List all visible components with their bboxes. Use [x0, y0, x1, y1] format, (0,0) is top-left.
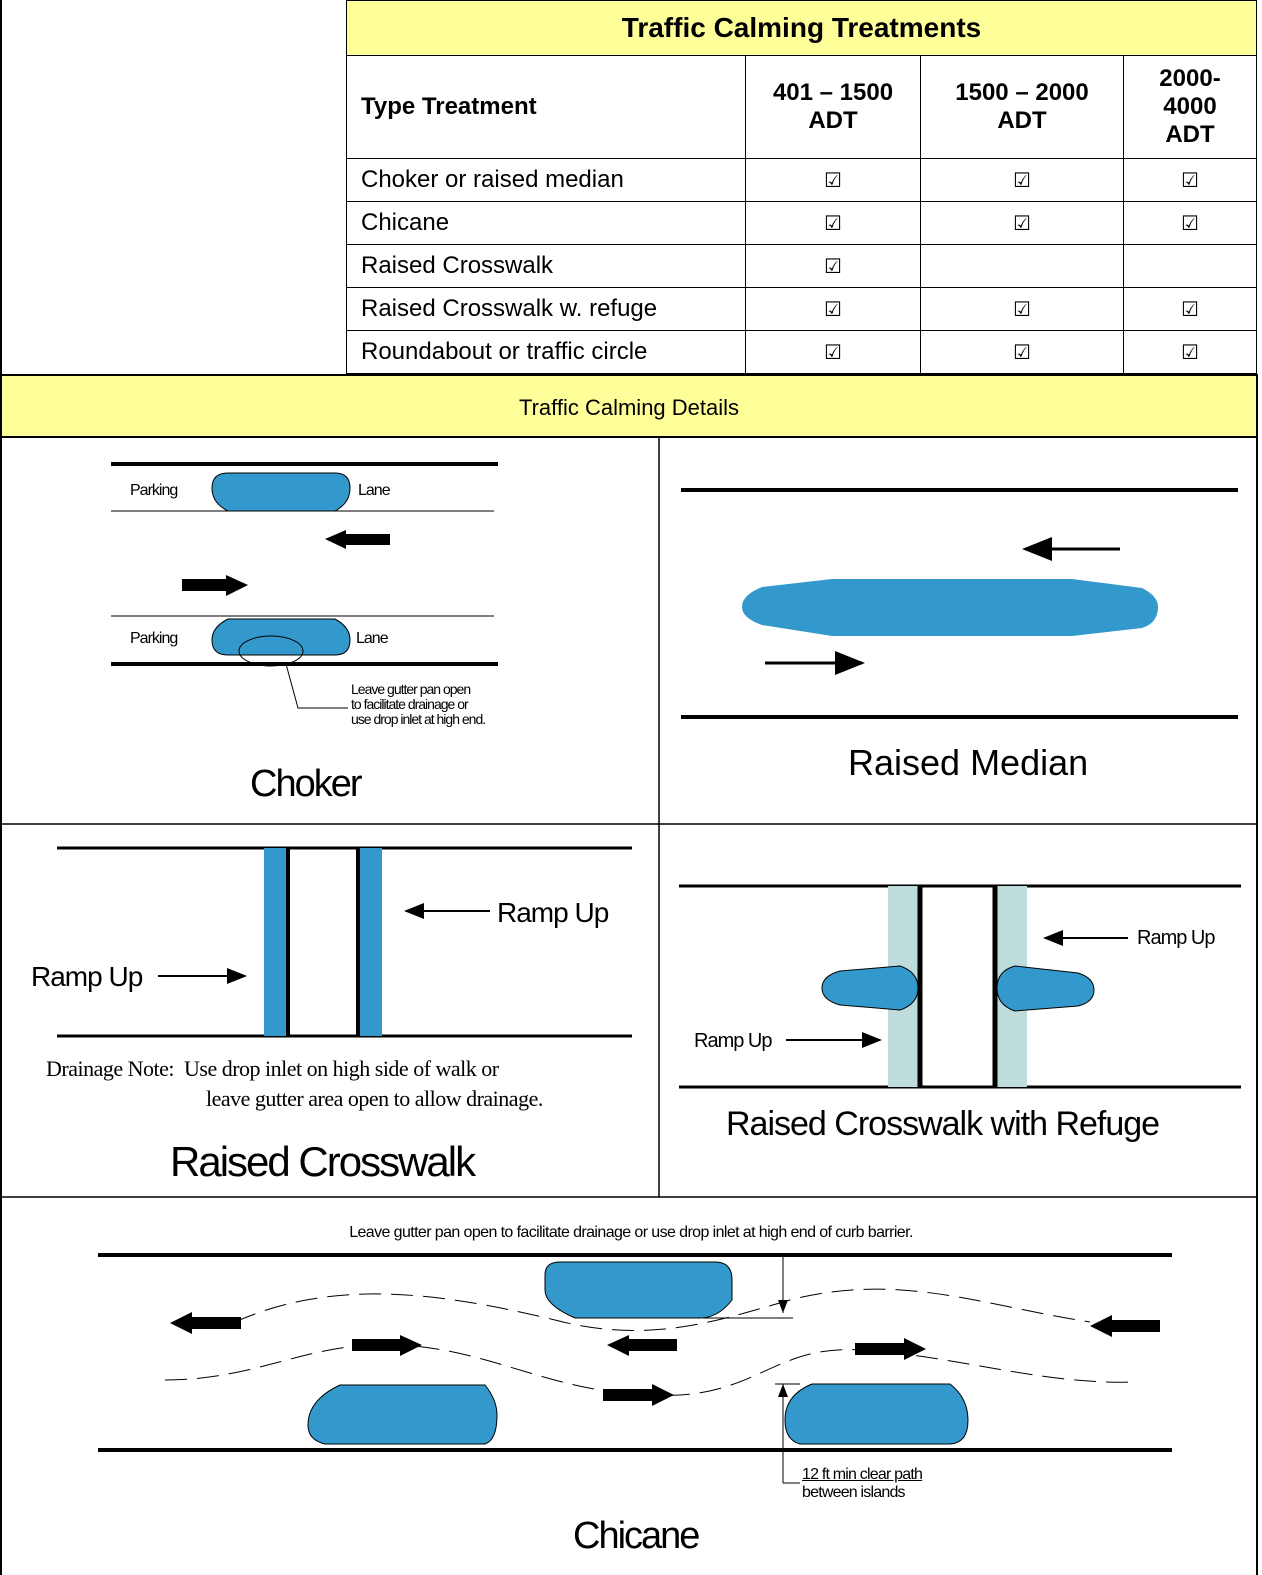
col-header-line: 401 – 1500	[772, 79, 894, 106]
col-header-line: 4000	[1163, 93, 1217, 120]
table-row: Choker or raised median ☑ ☑ ☑	[346, 158, 1257, 202]
crosswalk-diagram	[57, 846, 632, 1038]
gutter-note: Leave gutter pan open to facilitate drai…	[351, 681, 486, 727]
chicane-diagram	[98, 1253, 1172, 1484]
table-row: Chicane ☑ ☑ ☑	[346, 201, 1257, 245]
panel-grid	[0, 438, 1258, 1198]
checkbox-icon: ☑	[745, 330, 921, 374]
checkbox-icon: ☑	[920, 330, 1124, 374]
parking-label: Parking	[130, 630, 178, 647]
row-name: Chicane	[346, 201, 746, 245]
arrow-left-icon	[170, 1312, 241, 1334]
drainage-note: Drainage Note: Use drop inlet on high si…	[46, 1056, 499, 1081]
refuge-island-left	[821, 965, 919, 1011]
note-line: to facilitate drainage or	[351, 696, 469, 712]
gutter-callout	[238, 635, 304, 667]
ramp-up-label: Ramp Up	[1137, 927, 1215, 949]
table-row: Raised Crosswalk w. refuge ☑ ☑ ☑	[346, 287, 1257, 331]
checkbox-icon	[1123, 244, 1257, 288]
arrow-right-icon	[352, 1335, 422, 1356]
clear-path-label: 12 ft min clear path	[802, 1466, 923, 1483]
refuge-diagram	[679, 884, 1241, 1089]
travel-path	[164, 1344, 1136, 1396]
note-line: use drop inlet at high end.	[351, 711, 486, 727]
frame-left	[0, 0, 2, 1575]
crosswalk-caption: Raised Crosswalk	[170, 1138, 476, 1185]
frame-right	[1256, 374, 1258, 1575]
col-header-401-1500: 401 – 1500 ADT	[745, 55, 921, 159]
ramp-up-label: Ramp Up	[31, 961, 143, 992]
choker-caption: Choker	[250, 763, 362, 805]
arrow-left-icon	[1090, 1315, 1160, 1337]
travel-path	[234, 1288, 1091, 1331]
checkbox-icon: ☑	[1123, 201, 1257, 245]
choker-diagram	[111, 462, 498, 709]
ramp-up-label: Ramp Up	[694, 1030, 772, 1052]
col-header-2000-4000: 2000- 4000 ADT	[1123, 55, 1257, 159]
ramp-band	[359, 848, 382, 1036]
col-header-line: ADT	[808, 107, 858, 134]
median-diagram	[681, 488, 1238, 719]
checkbox-icon: ☑	[920, 158, 1124, 202]
chicane-caption: Chicane	[573, 1515, 700, 1557]
row-name: Choker or raised median	[346, 158, 746, 202]
chicane-island-top	[544, 1261, 733, 1319]
col-header-line: 2000-	[1159, 65, 1221, 92]
table-row: Roundabout or traffic circle ☑ ☑ ☑	[346, 330, 1257, 374]
note-line: Leave gutter pan open	[351, 681, 471, 697]
col-header-line: ADT	[1165, 121, 1215, 148]
col-header-line: ADT	[997, 107, 1047, 134]
col-header-line: 1500 – 2000	[955, 79, 1089, 106]
parking-label: Parking	[130, 482, 178, 499]
median-caption: Raised Median	[848, 742, 1089, 783]
refuge-island-right	[996, 965, 1095, 1012]
chicane-note: Leave gutter pan open to facilitate drai…	[349, 1224, 913, 1241]
arrow-right-icon	[603, 1384, 674, 1406]
checkbox-icon: ☑	[920, 201, 1124, 245]
arrow-left-icon	[607, 1335, 677, 1356]
row-name: Roundabout or traffic circle	[346, 330, 746, 374]
checkbox-icon: ☑	[1123, 158, 1257, 202]
row-name: Raised Crosswalk w. refuge	[346, 287, 746, 331]
checkbox-icon: ☑	[1123, 287, 1257, 331]
checkbox-icon: ☑	[745, 201, 921, 245]
arrow-left-icon	[325, 530, 390, 549]
checkbox-icon: ☑	[745, 244, 921, 288]
lane-label: Lane	[356, 630, 389, 647]
treatments-table: Traffic Calming Treatments Type Treatmen…	[346, 0, 1257, 374]
chicane-island-bottom-right	[784, 1383, 969, 1445]
drainage-note: leave gutter area open to allow drainage…	[206, 1086, 543, 1111]
arrow-right-icon	[182, 575, 248, 596]
ramp-band	[264, 848, 288, 1036]
ramp-up-label: Ramp Up	[497, 897, 609, 928]
chicane-island-bottom-left	[307, 1384, 498, 1445]
arrow-right-icon	[855, 1338, 926, 1360]
clear-path-label: between islands	[802, 1484, 906, 1501]
details-title: Traffic Calming Details	[0, 374, 1258, 438]
median-island	[742, 579, 1158, 636]
table-title: Traffic Calming Treatments	[346, 0, 1257, 56]
checkbox-icon	[920, 244, 1124, 288]
choker-island-top	[211, 472, 351, 512]
lane-label: Lane	[358, 482, 391, 499]
checkbox-icon: ☑	[1123, 330, 1257, 374]
refuge-caption: Raised Crosswalk with Refuge	[726, 1105, 1160, 1143]
